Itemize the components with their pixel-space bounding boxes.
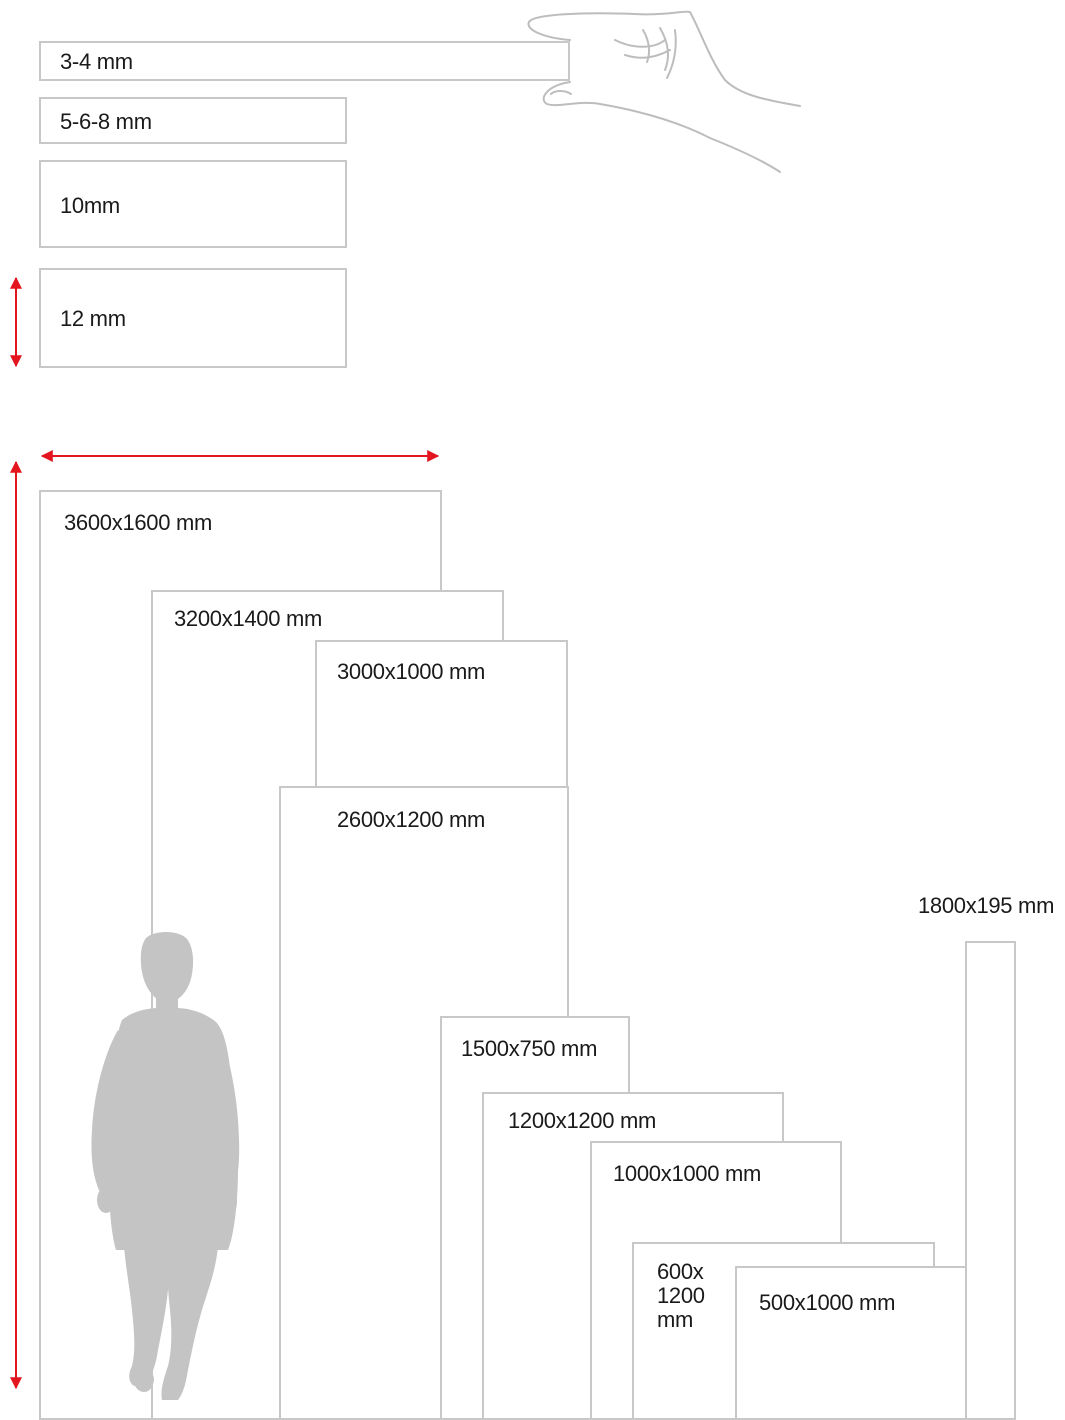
thickness-box-3-4 bbox=[39, 41, 570, 81]
thickness-box-10 bbox=[39, 160, 347, 248]
format-label-600x1200: 600x 1200 mm bbox=[657, 1259, 705, 1333]
person-silhouette-icon bbox=[91, 932, 240, 1400]
thickness-box-5-6-8 bbox=[39, 97, 347, 144]
format-label-3000x1000: 3000x1000 mm bbox=[337, 659, 486, 684]
format-label-1500x750: 1500x750 mm bbox=[461, 1036, 598, 1061]
format-label-2600x1200: 2600x1200 mm bbox=[337, 807, 486, 832]
thickness-label-12: 12 mm bbox=[60, 306, 126, 331]
thickness-label-3-4: 3-4 mm bbox=[60, 49, 133, 74]
format-label-3200x1400: 3200x1400 mm bbox=[174, 606, 323, 631]
format-label-500x1000: 500x1000 mm bbox=[759, 1290, 896, 1315]
thickness-label-5-6-8: 5-6-8 mm bbox=[60, 109, 152, 134]
thickness-box-12 bbox=[39, 268, 347, 368]
format-label-3600x1600: 3600x1600 mm bbox=[64, 510, 213, 535]
format-label-1800x195: 1800x195 mm bbox=[918, 893, 1055, 918]
thickness-label-10: 10mm bbox=[60, 193, 120, 218]
format-label-1000x1000: 1000x1000 mm bbox=[613, 1161, 762, 1186]
format-box-1800x195 bbox=[965, 941, 1016, 1420]
format-label-1200x1200: 1200x1200 mm bbox=[508, 1108, 657, 1133]
hand-pinch-icon bbox=[527, 10, 801, 173]
